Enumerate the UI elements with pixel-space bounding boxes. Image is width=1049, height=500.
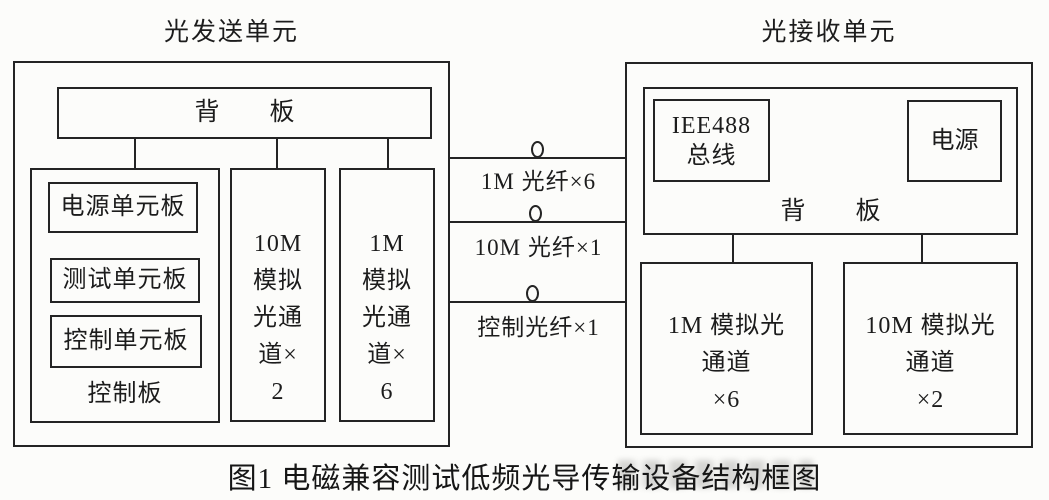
- transmit-unit-title: 光发送单元: [163, 19, 299, 46]
- fiber-line-1m: [450, 157, 627, 159]
- fiber-loop-icon: [526, 285, 539, 302]
- tx-1m-line: 光通: [362, 305, 412, 331]
- tx-10m-line: 2: [271, 379, 285, 405]
- rx-1m-line: 1M 模拟光: [667, 313, 786, 339]
- rx-power-box: 电源: [907, 100, 1002, 182]
- rx-ieee488-line: IEE488: [671, 113, 752, 139]
- tx-1m-line: 道×: [367, 342, 407, 368]
- rx-1m-line: 通道: [701, 350, 752, 376]
- transmit-unit-box: [13, 61, 450, 447]
- tx-stub-control: [134, 139, 136, 168]
- fiber-loop-icon: [529, 205, 542, 222]
- fiber-label-10m: 10M 光纤×1: [474, 235, 603, 260]
- tx-1m-channel-box: 1M 模拟 光通 道× 6: [339, 168, 435, 422]
- tx-control-board-box: 电源单元板 测试单元板 控制单元板 控制板: [30, 168, 220, 423]
- rx-10m-line: 10M 模拟光: [865, 313, 996, 339]
- tx-control-unit-board: 控制单元板: [50, 315, 202, 368]
- figure-caption: 图1 电磁兼容测试低频光导传输设备结构框图: [227, 463, 822, 495]
- fiber-line-control: [450, 301, 627, 303]
- tx-power-unit-board: 电源单元板: [48, 182, 198, 233]
- tx-10m-line: 道×: [258, 342, 298, 368]
- tx-10m-line: 光通: [253, 305, 303, 331]
- tx-10m-line: 模拟: [253, 268, 303, 294]
- tx-1m-line: 1M: [369, 231, 405, 257]
- fiber-loop-icon: [531, 141, 544, 158]
- rx-ieee488-bus-box: IEE488 总线: [653, 99, 770, 182]
- rx-1m-channel-box: 1M 模拟光 通道 ×6: [640, 262, 813, 435]
- fiber-line-10m: [450, 221, 627, 223]
- tx-power-unit-label: 电源单元板: [60, 194, 186, 220]
- tx-test-unit-board: 测试单元板: [50, 258, 200, 303]
- rx-10m-channel-box: 10M 模拟光 通道 ×2: [843, 262, 1018, 435]
- tx-control-unit-label: 控制单元板: [63, 328, 189, 354]
- rx-backplane-box: IEE488 总线 电源 背 板: [643, 87, 1018, 235]
- tx-10m-channel-box: 10M 模拟 光通 道× 2: [230, 168, 326, 422]
- fiber-label-1m: 1M 光纤×6: [480, 169, 597, 194]
- tx-backplane-box: 背 板: [57, 87, 432, 139]
- tx-stub-10m: [276, 139, 278, 168]
- tx-test-unit-label: 测试单元板: [62, 267, 188, 293]
- fiber-label-control: 控制光纤×1: [477, 315, 600, 340]
- rx-power-label: 电源: [930, 128, 979, 154]
- rx-1m-line: ×6: [712, 387, 741, 413]
- tx-stub-1m: [387, 139, 389, 168]
- receive-unit-box: [625, 62, 1033, 448]
- tx-1m-line: 模拟: [362, 268, 412, 294]
- tx-backplane-label: 背 板: [194, 99, 295, 126]
- rx-10m-line: ×2: [916, 387, 945, 413]
- rx-stub-1m: [732, 235, 734, 262]
- tx-control-board-label: 控制板: [87, 381, 163, 407]
- rx-ieee488-line: 总线: [686, 143, 737, 169]
- receive-unit-title: 光接收单元: [761, 19, 897, 46]
- rx-backplane-label: 背 板: [780, 198, 881, 225]
- tx-1m-line: 6: [380, 379, 394, 405]
- rx-10m-line: 通道: [905, 350, 956, 376]
- tx-10m-line: 10M: [253, 231, 303, 257]
- rx-stub-10m: [921, 235, 923, 262]
